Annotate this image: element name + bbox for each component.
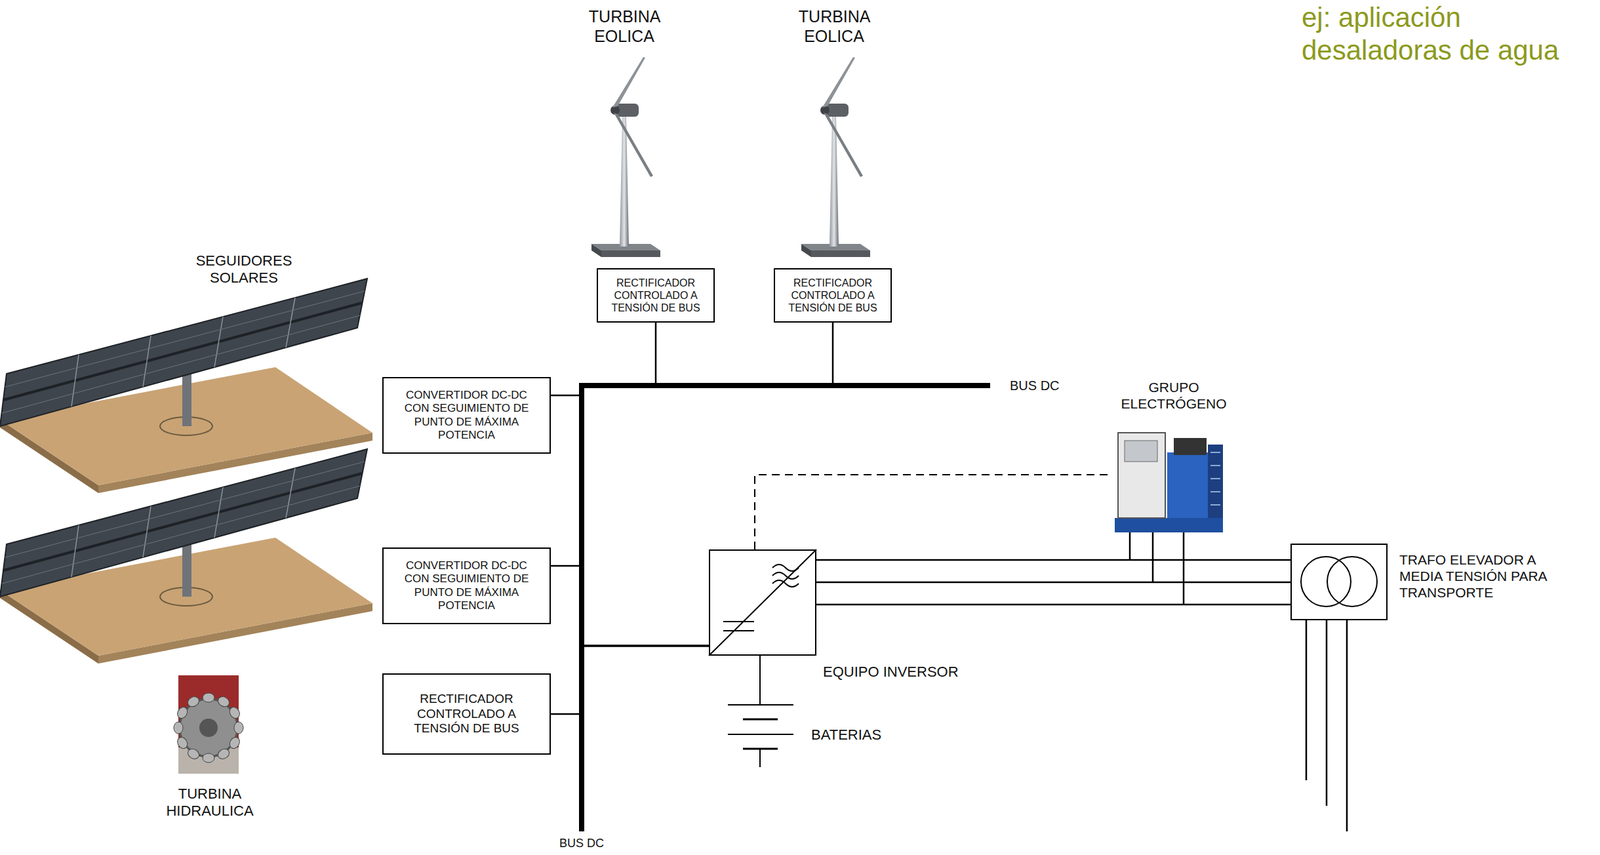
wheel-bucket [175, 735, 190, 751]
wind-turbine [801, 57, 871, 258]
bus-connector [550, 395, 709, 646]
box-label: CONVERTIDOR DC-DC CON SEGUIMIENTO DE PUN… [398, 388, 536, 443]
transformer-box: TRAFO ELEVADOR A MEDIA TENSIÓN PARA TRAN… [1290, 543, 1388, 621]
ac-wave-symbol [772, 580, 799, 587]
control-link [754, 474, 1113, 550]
bus-connector [550, 565, 709, 646]
rectifier-box: RECTIFICADOR CONTROLADO A TENSIÓN DE BUS [596, 268, 715, 323]
wheel-bucket [173, 721, 183, 734]
wheel-bucket [202, 693, 215, 703]
inverter-diagonal [708, 549, 817, 656]
battery-wire [759, 655, 761, 705]
radiator-fin [1210, 478, 1221, 480]
equipment-label: TURBINA EOLICA [798, 6, 870, 46]
generator-wire [1152, 532, 1155, 583]
wheel-bucket [175, 705, 190, 721]
generator-set [1114, 432, 1223, 533]
box-label: EQUIPO INVERSOR [822, 663, 959, 681]
transformer-winding [1300, 556, 1351, 607]
box-label: RECTIFICADOR CONTROLADO A TENSIÓN DE BUS [780, 276, 886, 315]
radiator-fin [1210, 491, 1221, 493]
battery-plate [727, 704, 794, 706]
wheel-bucket [234, 721, 244, 734]
bus-connector [581, 322, 833, 646]
battery-wire [759, 748, 761, 768]
ac-wave-symbol [772, 572, 799, 580]
converter-box: CONVERTIDOR DC-DC CON SEGUIMIENTO DE PUN… [382, 547, 551, 625]
wheel-bucket [227, 705, 242, 721]
box-label: RECTIFICADOR CONTROLADO A TENSIÓN DE BUS [401, 691, 533, 737]
diagram-title: ej: aplicación desaladoras de agua [1301, 1, 1594, 67]
pelton-wheel [179, 699, 238, 757]
radiator-fin [1210, 464, 1221, 467]
engine-top [1173, 438, 1207, 456]
control-panel [1124, 440, 1158, 462]
generator-cabinet [1118, 432, 1166, 519]
bus-label: BUS DC [559, 836, 604, 852]
wheel-bucket [202, 753, 215, 763]
output-line [1305, 620, 1308, 781]
battery-plate [742, 718, 778, 721]
solar-tracker [0, 278, 373, 494]
output-line [1325, 620, 1328, 806]
wind-turbine [591, 57, 661, 258]
inverter-box: EQUIPO INVERSOR [708, 549, 817, 656]
box-label: CONVERTIDOR DC-DC CON SEGUIMIENTO DE PUN… [398, 559, 536, 614]
converter-box: CONVERTIDOR DC-DC CON SEGUIMIENTO DE PUN… [382, 377, 551, 454]
turbine-backdrop [178, 675, 239, 774]
bus-connector [581, 322, 709, 646]
generator-skid [1114, 518, 1223, 533]
dc-symbol [723, 620, 755, 623]
wheel-bucket [186, 746, 202, 761]
bus-label: BUS DC [1009, 377, 1060, 394]
equipment-label: SEGUIDORES SOLARES [196, 252, 293, 288]
box-label: RECTIFICADOR CONTROLADO A TENSIÓN DE BUS [603, 276, 709, 315]
equipment-label: BATERIAS [811, 726, 882, 744]
output-line [1346, 620, 1349, 832]
wheel-bucket [216, 695, 232, 709]
battery-plate [727, 733, 794, 736]
rectifier-box: RECTIFICADOR CONTROLADO A TENSIÓN DE BUS [382, 673, 551, 755]
equipment-label: TURBINA EOLICA [588, 6, 660, 46]
box-label: TRAFO ELEVADOR A MEDIA TENSIÓN PARA TRAN… [1399, 551, 1552, 602]
radiator-fin [1210, 451, 1221, 454]
bus-connector [816, 560, 1291, 605]
bus-connector [550, 645, 709, 715]
engine-block [1167, 452, 1208, 519]
dc-symbol [723, 630, 755, 632]
equipment-label: GRUPO ELECTRÓGENO [1120, 379, 1227, 412]
solar-tracker [0, 449, 373, 664]
radiator-fin [1210, 504, 1221, 506]
wheel-bucket [186, 695, 202, 709]
equipment-label: TURBINA HIDRAULICA [165, 785, 254, 821]
hydraulic-turbine [173, 675, 244, 774]
battery-symbol [727, 655, 794, 768]
generator-wire [1182, 532, 1185, 605]
generator-wire [1129, 532, 1132, 560]
wheel-bucket [216, 746, 232, 761]
rectifier-box: RECTIFICADOR CONTROLADO A TENSIÓN DE BUS [773, 268, 892, 323]
radiator [1207, 444, 1223, 519]
transformer-winding [1327, 556, 1378, 607]
wheel-hub [199, 718, 218, 738]
wheel-bucket [227, 735, 242, 751]
ac-wave-symbol [772, 564, 799, 572]
